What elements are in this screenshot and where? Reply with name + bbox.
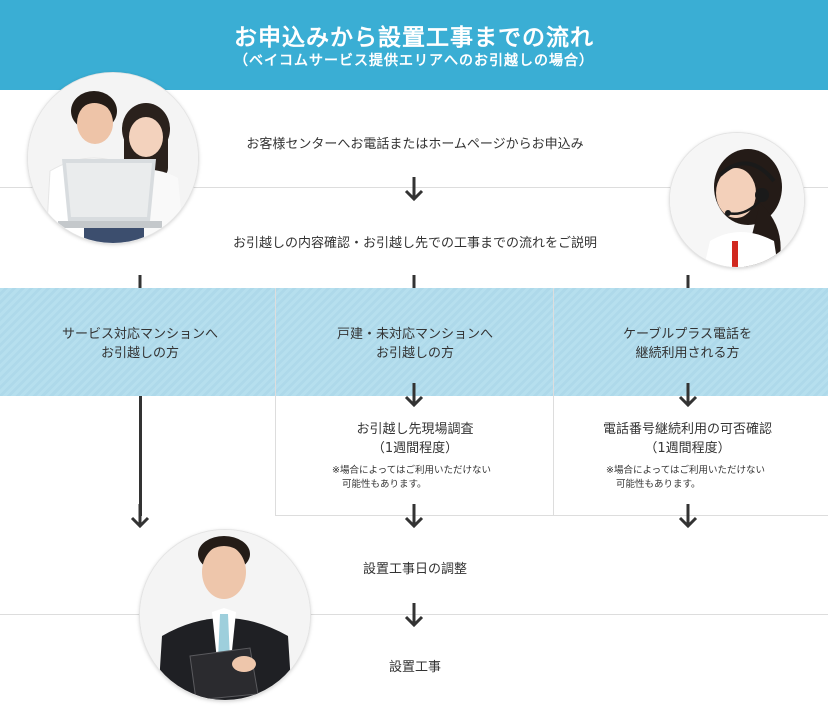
note-line1: ※場合によってはご利用いただけない <box>606 465 766 476</box>
substep-line2: （1週間程度） <box>644 441 731 456</box>
column-divider <box>275 288 276 515</box>
substep-note: ※場合によってはご利用いただけない 可能性もあります。 <box>606 464 765 492</box>
note-line1: ※場合によってはご利用いただけない <box>332 465 492 476</box>
step-install: 設置工事 <box>388 660 441 675</box>
call-center-operator-photo <box>670 133 804 267</box>
route-label-line2: お引越しの方 <box>375 346 454 361</box>
step-apply: お客様センターへお電話またはホームページからお申込み <box>246 137 584 152</box>
route-label-line1: ケーブルプラス電話を <box>623 327 752 342</box>
substep-note: ※場合によってはご利用いただけない 可能性もあります。 <box>332 464 491 492</box>
substep-number-check: 電話番号継続利用の可否確認 （1週間程度） <box>565 420 810 458</box>
header-banner: お申込みから設置工事までの流れ （ベイコムサービス提供エリアへのお引越しの場合） <box>0 0 828 90</box>
page-subtitle: （ベイコムサービス提供エリアへのお引越しの場合） <box>234 53 594 69</box>
route-label-line2: 継続利用される方 <box>635 346 740 361</box>
columns-bottom-border <box>275 515 828 516</box>
note-line2: 可能性もあります。 <box>342 479 427 490</box>
note-line2: 可能性もあります。 <box>616 479 701 490</box>
route-label-line1: 戸建・未対応マンションへ <box>336 327 493 342</box>
arrow-down-icon <box>678 383 698 408</box>
step-explain: お引越しの内容確認・お引越し先での工事までの流れをご説明 <box>232 236 597 251</box>
substep-line1: 電話番号継続利用の可否確認 <box>602 422 772 437</box>
route-label-line1: サービス対応マンションへ <box>61 327 218 342</box>
arrow-down-icon <box>404 177 424 202</box>
substep-site-survey: お引越し先現場調査 （1週間程度） <box>290 420 540 458</box>
route-label-line2: お引越しの方 <box>100 346 179 361</box>
arrow-down-icon <box>404 504 424 529</box>
page-title: お申込みから設置工事までの流れ <box>234 25 594 51</box>
step-schedule: 設置工事日の調整 <box>362 562 467 577</box>
route-detached-house: 戸建・未対応マンションへ お引越しの方 <box>290 325 540 363</box>
route-band <box>0 288 828 396</box>
arrow-down-icon <box>130 504 150 529</box>
route-service-mansion: サービス対応マンションへ お引越しの方 <box>20 325 260 363</box>
technician-with-clipboard-photo <box>140 530 310 700</box>
arrow-down-icon <box>404 383 424 408</box>
substep-line2: （1週間程度） <box>371 441 459 456</box>
column-divider <box>553 288 554 515</box>
substep-line1: お引越し先現場調査 <box>356 422 474 437</box>
arrow-down-icon <box>404 603 424 628</box>
arrow-down-icon <box>678 504 698 529</box>
route-cable-plus-phone: ケーブルプラス電話を 継続利用される方 <box>565 325 810 363</box>
couple-laptop-photo <box>28 73 198 243</box>
connector-line <box>139 396 142 516</box>
